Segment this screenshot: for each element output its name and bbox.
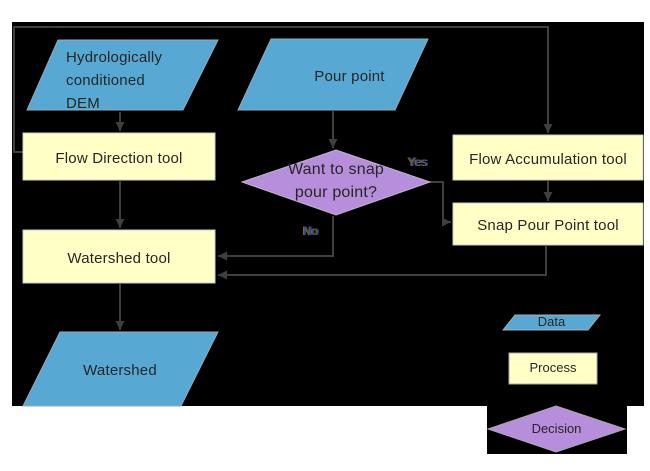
- watershed-tool-shape: [22, 229, 216, 284]
- legend-decision-shape: [486, 405, 627, 453]
- snap-pour-point-label: Snap Pour Point tool: [477, 217, 619, 234]
- no-edge-label: No: [303, 224, 319, 238]
- decision-shape: [240, 149, 432, 216]
- watershed-shape: [22, 331, 219, 407]
- snap-pour-point-shape: [452, 202, 644, 246]
- dem-label-line3: DEM: [66, 95, 100, 112]
- edge-snappourpoint-to-watershedtool: [218, 246, 547, 280]
- dem-label-line2: conditioned: [66, 72, 145, 89]
- edge-decision-no-to-watershedtool: [218, 216, 334, 261]
- watershed-label: Watershed: [83, 362, 157, 379]
- legend-process-shape: [508, 352, 598, 385]
- decision-label: Want to snap pour point?: [256, 158, 416, 204]
- yes-edge-label: Yes: [408, 155, 428, 169]
- legend-decision-label: Decision: [531, 421, 582, 436]
- dem-label: Hydrologically conditioned DEM: [66, 46, 196, 115]
- decision-label-line1: Want to snap: [287, 161, 385, 178]
- flow-direction-shape: [22, 132, 216, 181]
- legend-data-shape: [501, 314, 602, 331]
- edge-decision-yes-to-snappourpoint: [430, 181, 451, 227]
- dem-shape: [26, 39, 219, 111]
- legend-process-label: Process: [529, 360, 577, 375]
- flow-accumulation-label: Flow Accumulation tool: [469, 151, 627, 168]
- pour-point-label: Pour point: [314, 68, 385, 85]
- legend-data-label: Data: [537, 314, 566, 329]
- edge-flowdirection-to-flowaccumulation: [13, 26, 553, 153]
- decision-label-line2: pour point?: [294, 184, 378, 201]
- dem-label-line1: Hydrologically: [66, 49, 163, 66]
- flow-accumulation-shape: [452, 134, 644, 181]
- pour-point-shape: [237, 38, 429, 111]
- flow-direction-label: Flow Direction tool: [55, 150, 183, 167]
- watershed-tool-label: Watershed tool: [67, 250, 171, 267]
